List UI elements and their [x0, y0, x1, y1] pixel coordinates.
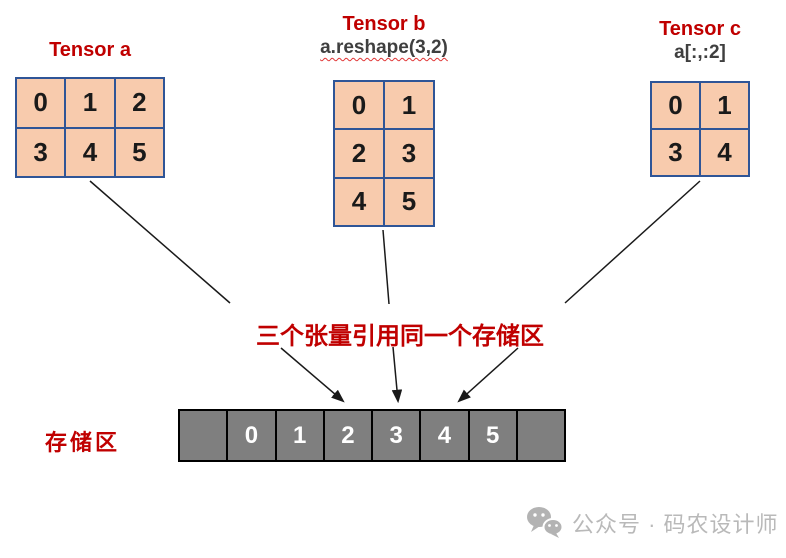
arrow-caption-to-storage-left [280, 347, 345, 403]
line-tensor-a-to-caption [89, 180, 231, 304]
line-tensor-c-to-caption [564, 180, 701, 304]
tensor-c-cell: 3 [652, 130, 699, 175]
storage-bar: 0 1 2 3 4 5 [178, 409, 566, 462]
tensor-b-title: Tensor b [342, 13, 426, 35]
watermark-text: 公众号 · 码农设计师 [572, 511, 779, 537]
tensor-a-cell: 4 [66, 128, 114, 176]
tensor-a-cell: 2 [115, 79, 163, 127]
storage-cell: 5 [469, 411, 516, 460]
tensor-a-cell: 3 [17, 128, 65, 176]
storage-cell [517, 411, 564, 460]
tensor-b-cell: 0 [335, 82, 383, 129]
tensor-c-grid: 0 1 3 4 [650, 81, 750, 177]
storage-cell [180, 411, 227, 460]
tensor-b-cell: 4 [335, 178, 383, 225]
storage-cell: 0 [228, 411, 275, 460]
caption-text: 三个张量引用同一个存储区 [256, 323, 544, 350]
tensor-c-subtitle: a[:,:2] [674, 42, 726, 63]
tensor-b-cell: 1 [385, 82, 433, 129]
tensor-c-cell: 0 [652, 83, 699, 128]
line-tensor-b-to-caption [382, 229, 390, 305]
wechat-icon [527, 507, 563, 538]
arrow-caption-to-storage-right [457, 347, 519, 403]
tensor-b-cell: 5 [385, 178, 433, 225]
storage-cell: 3 [373, 411, 420, 460]
tensor-a-cell: 5 [115, 128, 163, 176]
arrow-caption-to-storage-middle [391, 346, 403, 404]
tensor-b-cell: 2 [335, 130, 383, 177]
storage-cell: 4 [421, 411, 468, 460]
tensor-a-cell: 0 [17, 79, 65, 127]
tensor-a-cell: 1 [66, 79, 114, 127]
watermark: 公众号 · 码农设计师 [526, 506, 779, 539]
storage-cell: 1 [276, 411, 323, 460]
storage-cell: 2 [324, 411, 371, 460]
tensor-c-cell: 1 [701, 83, 748, 128]
storage-label: 存储区 [45, 430, 121, 455]
tensor-b-subtitle: a.reshape(3,2) [320, 37, 448, 58]
tensor-a-title: Tensor a [49, 39, 131, 61]
tensor-b-grid: 0 1 2 3 4 5 [333, 80, 435, 227]
tensor-c-cell: 4 [701, 130, 748, 175]
tensor-b-cell: 3 [385, 130, 433, 177]
tensor-a-grid: 0 1 2 3 4 5 [15, 77, 165, 178]
tensor-c-title: Tensor c [659, 18, 741, 40]
